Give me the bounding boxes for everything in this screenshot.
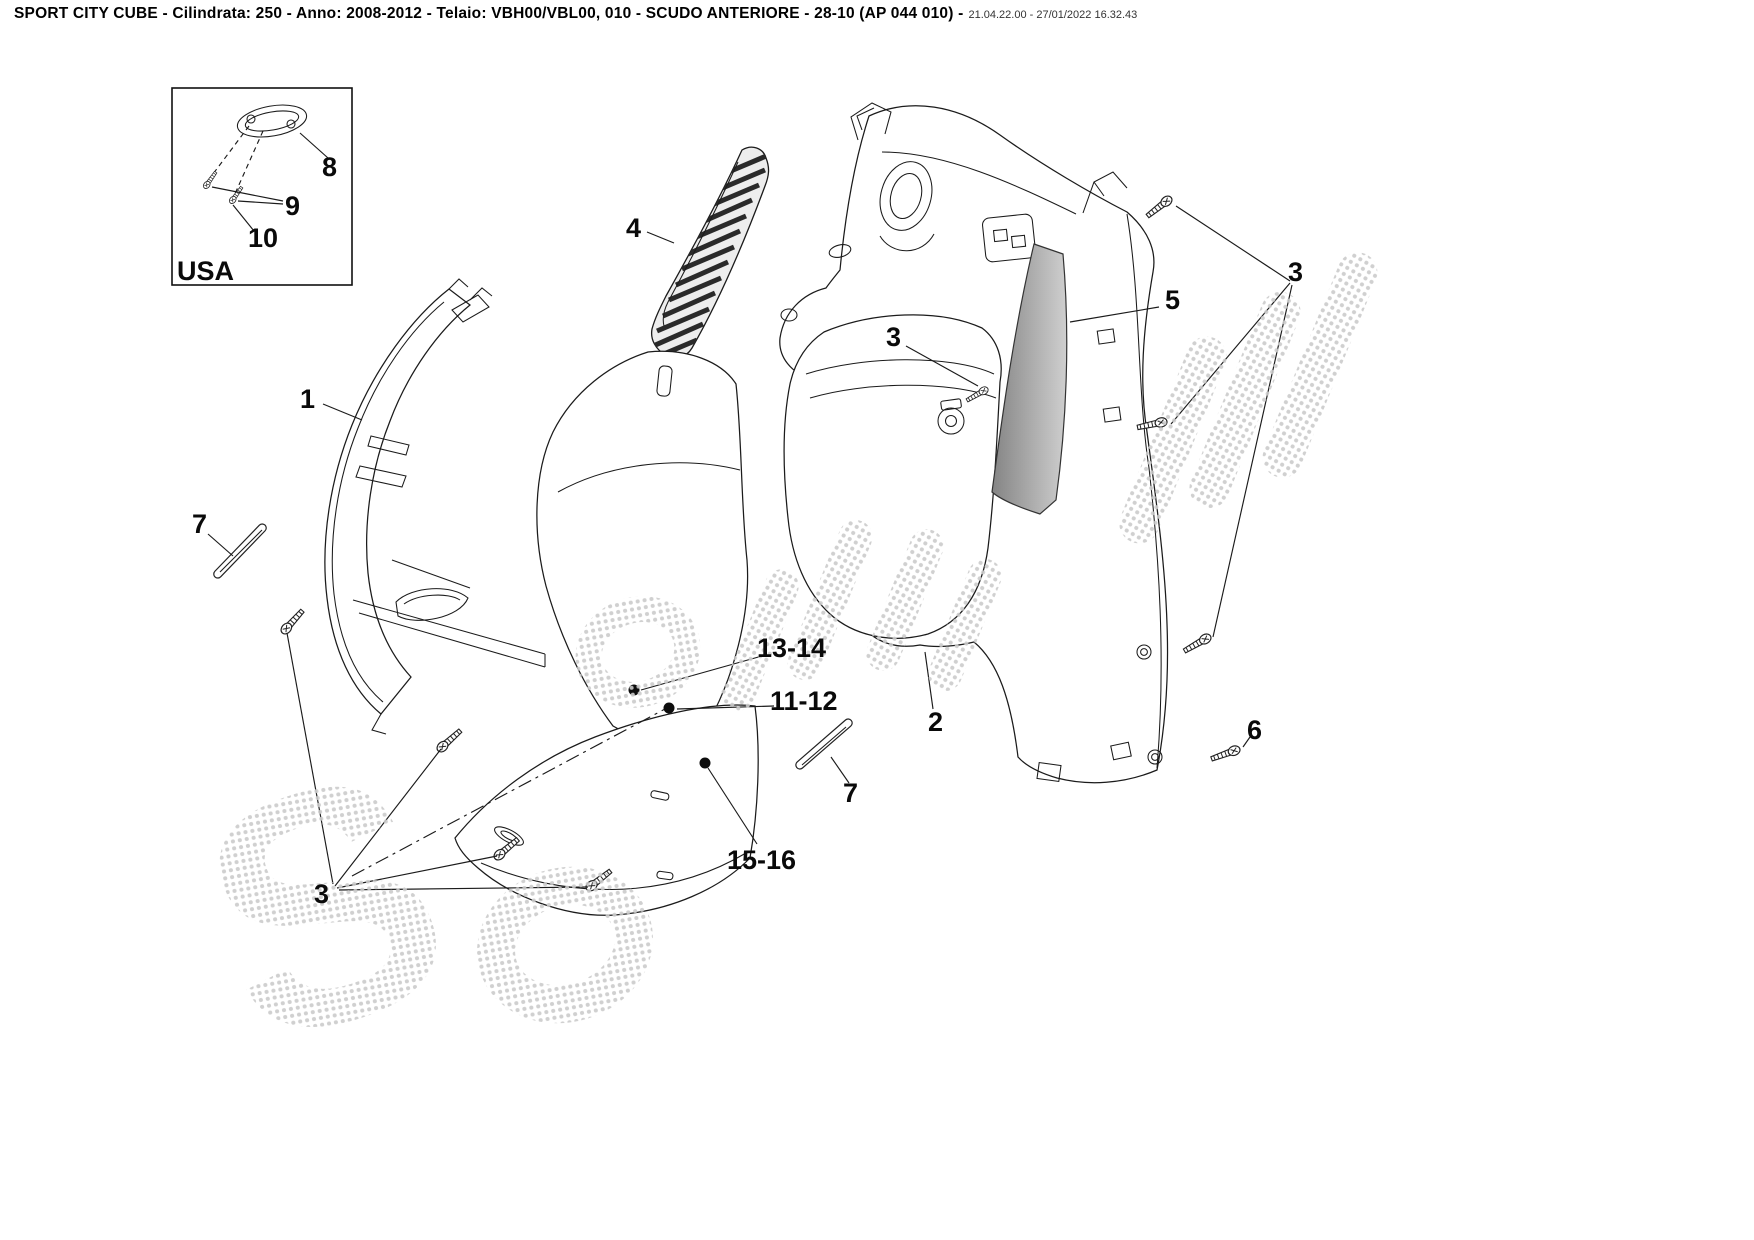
watermark-shape — [575, 596, 701, 708]
part-2-inner-shield — [779, 102, 1169, 784]
steering-tube-hole — [879, 161, 933, 231]
callout-13-14: 13-14 — [757, 633, 826, 663]
callout-8: 8 — [322, 152, 337, 182]
part-5-wedge — [991, 243, 1068, 515]
callout-3-bottom: 3 — [314, 879, 329, 909]
screw-icon — [227, 185, 245, 206]
watermark: S — [163, 252, 1378, 1116]
grille-louvers — [651, 151, 769, 359]
centerline-dash-dot — [351, 708, 666, 877]
vent-slot — [355, 465, 407, 488]
callout-9: 9 — [285, 191, 300, 221]
latch-component — [982, 213, 1036, 263]
mirror-mount — [451, 294, 490, 323]
usa-inset — [171, 87, 353, 286]
pin-left — [213, 523, 267, 579]
watermark-shape — [477, 866, 653, 1024]
screw-icon — [201, 170, 219, 191]
watermark-shape — [787, 519, 873, 681]
callout-3-right: 3 — [1288, 257, 1303, 287]
page-timestamp: 21.04.22.00 - 27/01/2022 16.32.43 — [968, 9, 1138, 21]
screw-icon — [278, 607, 307, 637]
bottom-tab — [1110, 741, 1132, 761]
watermark-shape — [866, 529, 944, 671]
watermark-shape — [721, 569, 799, 711]
screw-icon — [1181, 631, 1214, 656]
watermark-shape — [1189, 291, 1301, 509]
part-4-grille — [650, 146, 770, 359]
callout-1: 1 — [300, 384, 315, 414]
top-bracket — [1082, 171, 1128, 214]
pin-right — [795, 718, 853, 770]
callout-labels: 1 2 3 3 3 4 5 6 7 7 8 9 10 11-12 13-14 1… — [177, 152, 1303, 909]
callout-11-12: 11-12 — [770, 686, 838, 716]
callout-5: 5 — [1165, 285, 1180, 315]
page-title: SPORT CITY CUBE - Cilindrata: 250 - Anno… — [14, 5, 964, 22]
screw-icon — [1144, 193, 1175, 221]
part-8-reflector — [236, 104, 308, 138]
callout-6: 6 — [1247, 715, 1262, 745]
vent-slot — [367, 435, 410, 456]
watermark-shape — [1119, 336, 1227, 544]
part-7-pins — [213, 523, 853, 770]
bolt-boss — [1136, 644, 1152, 660]
callout-4: 4 — [626, 213, 641, 243]
callout-10: 10 — [248, 223, 278, 253]
top-hook — [850, 102, 892, 141]
latch-knob — [937, 407, 965, 435]
screw-icon — [434, 726, 464, 755]
callout-2: 2 — [928, 707, 943, 737]
bottom-tab — [1036, 761, 1062, 783]
dot-15-16 — [699, 757, 711, 769]
bolt-boss — [1147, 749, 1163, 765]
watermark-shape — [1262, 252, 1378, 478]
usa-label: USA — [177, 256, 234, 286]
callout-3-mid: 3 — [886, 322, 901, 352]
headlight-opening — [395, 588, 469, 621]
mount-tab — [1102, 406, 1122, 423]
page-header: SPORT CITY CUBE - Cilindrata: 250 - Anno… — [14, 5, 1137, 23]
screw-icon — [1209, 743, 1242, 764]
part-1-front-shield — [324, 278, 546, 735]
inset-border — [171, 87, 353, 286]
dot-11-12 — [663, 702, 675, 714]
callout-7-left: 7 — [192, 509, 207, 539]
mount-tab — [1096, 328, 1116, 345]
watermark-shape — [928, 558, 1002, 692]
callout-15-16: 15-16 — [727, 845, 796, 875]
callout-7-right: 7 — [843, 778, 858, 808]
